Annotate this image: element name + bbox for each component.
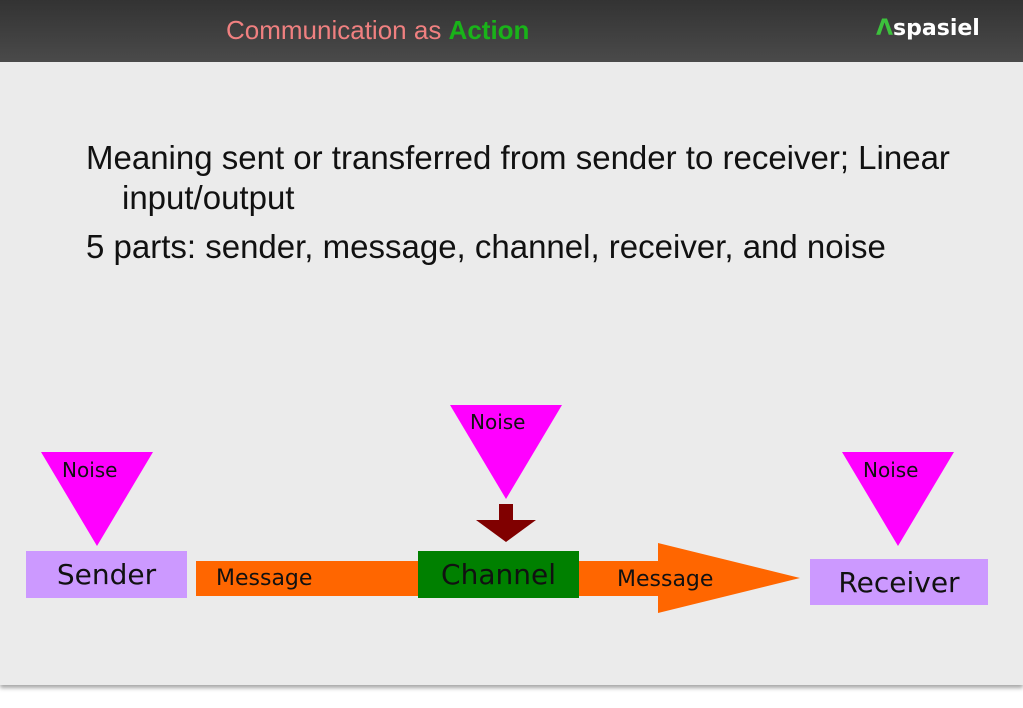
bullet-list: Meaning sent or transferred from sender … <box>86 138 966 276</box>
channel-box: Channel <box>418 551 579 598</box>
noise-triangle-left <box>41 452 153 546</box>
noise-down-arrow <box>476 504 536 542</box>
message-label-right: Message <box>617 567 714 592</box>
noise-label-right: Noise <box>863 458 919 482</box>
title-accent: Action <box>448 15 530 45</box>
logo-text: spasiel <box>893 16 980 41</box>
title-text: Communication as <box>226 15 449 45</box>
sender-box: Sender <box>26 551 187 598</box>
bullet-item: Meaning sent or transferred from sender … <box>86 139 950 216</box>
noise-triangle-center <box>450 405 562 499</box>
header-bar: Communication as Action Λspasiel <box>0 0 1023 62</box>
logo: Λspasiel <box>876 16 980 41</box>
bullet-item: 5 parts: sender, message, channel, recei… <box>86 228 886 265</box>
noise-label-center: Noise <box>470 410 526 434</box>
noise-label-left: Noise <box>62 458 118 482</box>
logo-mark: Λ <box>876 16 894 41</box>
slide-title: Communication as Action <box>226 15 529 46</box>
message-label-left: Message <box>216 566 313 591</box>
slide: Communication as Action Λspasiel Meaning… <box>0 0 1023 685</box>
noise-triangle-right <box>842 452 954 546</box>
receiver-box: Receiver <box>810 559 988 605</box>
